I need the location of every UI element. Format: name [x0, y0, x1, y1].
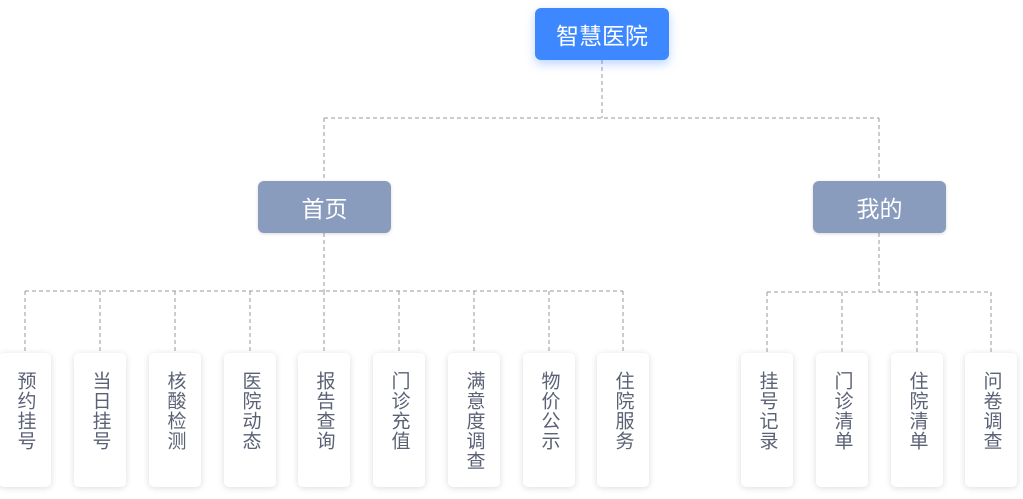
- leaf-node[interactable]: 预约挂号: [0, 353, 51, 487]
- leaf-node[interactable]: 医院动态: [224, 353, 276, 487]
- leaf-label: 医院动态: [239, 371, 262, 451]
- leaf-node[interactable]: 问卷调查: [965, 353, 1017, 487]
- leaf-label: 门诊充值: [388, 371, 411, 451]
- root-node-smart-hospital[interactable]: 智慧医院: [535, 8, 669, 60]
- leaf-label: 住院清单: [906, 371, 929, 451]
- leaf-node[interactable]: 挂号记录: [741, 353, 793, 487]
- leaf-node[interactable]: 满意度调查: [448, 353, 500, 487]
- leaf-node[interactable]: 住院服务: [597, 353, 649, 487]
- leaf-label: 门诊清单: [831, 371, 854, 451]
- branch-label: 首页: [301, 197, 348, 223]
- leaf-label: 预约挂号: [14, 371, 37, 451]
- leaf-node[interactable]: 物价公示: [523, 353, 575, 487]
- leaf-node[interactable]: 核酸检测: [149, 353, 201, 487]
- branch-node-home[interactable]: 首页: [258, 181, 391, 233]
- root-label: 智慧医院: [556, 24, 648, 50]
- leaf-node[interactable]: 住院清单: [891, 353, 943, 487]
- leaf-node[interactable]: 门诊清单: [816, 353, 868, 487]
- leaf-label: 报告查询: [313, 371, 336, 451]
- leaf-node[interactable]: 门诊充值: [373, 353, 425, 487]
- leaf-label: 核酸检测: [164, 371, 187, 451]
- leaf-node[interactable]: 报告查询: [298, 353, 350, 487]
- leaf-label: 物价公示: [538, 371, 561, 451]
- leaf-node[interactable]: 当日挂号: [74, 353, 126, 487]
- leaf-label: 住院服务: [612, 371, 635, 451]
- leaf-label: 满意度调查: [463, 371, 486, 471]
- branch-node-mine[interactable]: 我的: [813, 181, 946, 233]
- leaf-label: 挂号记录: [756, 371, 779, 451]
- leaf-label: 问卷调查: [980, 371, 1003, 451]
- branch-label: 我的: [856, 197, 903, 223]
- leaf-label: 当日挂号: [89, 371, 112, 451]
